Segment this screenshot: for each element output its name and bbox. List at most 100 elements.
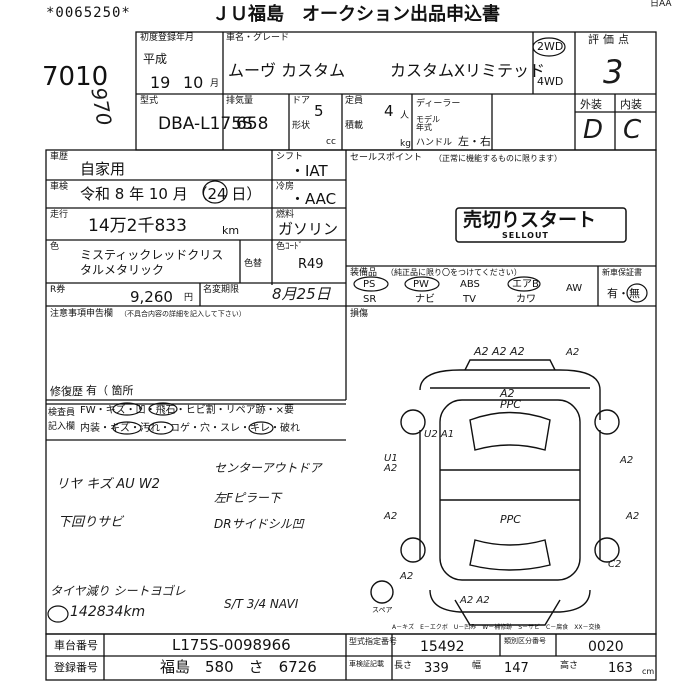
plate-value: 福島 580 さ 6726 (160, 658, 317, 676)
sellout-stamp-en: SELLOUT (502, 231, 549, 240)
model-label: 型式 (140, 96, 159, 106)
capacity-unit: 人 (400, 111, 410, 121)
usage-label: 車歴 (50, 152, 69, 162)
transfer-value: 8月25日 (272, 285, 331, 303)
length-label: 長さ (394, 661, 413, 671)
note-mid-2: 左Fピラー下 (214, 491, 281, 505)
class-value: 0020 (588, 639, 624, 655)
equip-pw: PW (413, 279, 429, 290)
spare-label: スペア (372, 606, 393, 614)
damage-legend: A－キズ E－エクボ U－凹み W－補修跡 S－サビ C－腐食 XX－交換 (392, 624, 601, 631)
sell-point-sub: （正常に機能するものに限ります） (434, 154, 562, 163)
interior-value: C (623, 115, 642, 145)
inspector-row-1: FW・キズ・凹・飛石・ヒビ割・リペア跡・×要 (80, 405, 295, 416)
new-warranty-value: 有・無 (607, 287, 640, 300)
damage-right-c2: C2 (608, 559, 622, 570)
height-label: 高さ (560, 661, 579, 671)
recycle-value: 9,260 (130, 288, 173, 306)
damage-left-sill: A2 (400, 571, 414, 582)
displacement-value: 658 (236, 114, 269, 134)
dealer-label: ディーラー (416, 99, 461, 109)
note-bottom-2: 142834km (70, 604, 146, 620)
damage-top: A2 A2 A2 (474, 345, 525, 358)
aircon-value: ・AAC (290, 190, 337, 208)
color-value-1: ミスティックレッドクリス (80, 248, 224, 262)
date-suffix: 日AA (650, 0, 672, 9)
first-reg-label: 初度登録年月 (140, 33, 195, 43)
score-value: 3 (603, 53, 624, 91)
damage-label: 損傷 (350, 309, 369, 319)
damage-bumper: A2 (566, 347, 580, 358)
shape-label: 形状 (292, 121, 311, 131)
handle-value: 左・右 (458, 135, 491, 148)
color-code-label: 色ｺｰﾄﾞ (276, 242, 304, 252)
equip-tv: TV (463, 294, 476, 305)
repair-label: 修復歴 (50, 385, 83, 398)
note-left-1: リヤ キズ AU W2 (56, 477, 160, 492)
handle-label: ハンドル (416, 138, 453, 148)
equipment-label: 装備品 (350, 268, 378, 278)
type-cert-label: 型式指定番号 (349, 637, 397, 646)
model-value: DBA-L175S (158, 114, 253, 134)
inspector-label-1: 検査員 (48, 408, 76, 418)
type-cert-value: 15492 (420, 639, 465, 655)
car-name: ムーヴ カスタム (228, 61, 346, 80)
transfer-label: 名変期限 (203, 285, 240, 295)
serial-number: *0065250* (46, 5, 131, 21)
shift-label: シフト (276, 152, 304, 162)
aircon-label: 冷房 (276, 182, 295, 192)
width-value: 147 (504, 661, 529, 676)
dims-label: 車検証記載 (349, 660, 384, 668)
first-reg-year: 19 (150, 73, 171, 92)
fuel-value: ガソリン (278, 220, 339, 238)
damage-center: PPC (500, 513, 521, 526)
displacement-unit: cc (326, 137, 336, 147)
recycle-label: R券 (50, 285, 66, 295)
color-change-label: 色替 (244, 259, 263, 269)
equip-leather: カワ (516, 294, 536, 305)
color-label: 色 (50, 242, 60, 252)
mileage-unit: km (222, 224, 240, 237)
notes-label: 注意事項申告欄 (50, 309, 114, 319)
load-label: 積載 (345, 121, 364, 131)
inspector-row-2: 内装・キズ・汚れ・コゲ・穴・スレ・キレ・破れ (80, 423, 300, 434)
plate-label: 登録番号 (54, 661, 98, 674)
inspector-label-2: 記入欄 (48, 422, 76, 432)
new-warranty-label: 新車保証書 (602, 268, 642, 277)
equipment-sub: （純正品に限り〇をつけてください） (386, 268, 522, 277)
exterior-value: D (583, 115, 604, 145)
equip-aw: AW (566, 283, 583, 294)
dims-unit: cm (642, 667, 655, 676)
repair-value: 有（ 箇所 (86, 384, 134, 397)
equip-abs: ABS (460, 279, 480, 290)
damage-roof: A2 PPC (500, 387, 521, 411)
drive-2wd: 2WD (537, 40, 564, 53)
fuel-label: 燃料 (276, 210, 295, 220)
note-left-2: 下回りサビ (58, 515, 124, 530)
load-unit: kg (400, 139, 411, 149)
damage-rear: A2 A2 (460, 595, 490, 606)
sell-point-label: セールスポイント (350, 153, 423, 163)
drive-4wd: 4WD (537, 75, 564, 88)
first-reg-month: 10 (183, 73, 204, 92)
length-value: 339 (424, 661, 449, 676)
damage-right-rear: A2 (626, 511, 640, 522)
width-label: 幅 (472, 661, 482, 671)
inspection-value: 令和 8 年 10 月 （24 日） (80, 185, 262, 203)
model-year-label: モデル年式 (416, 115, 440, 132)
shift-value: ・IAT (290, 162, 328, 180)
chassis-label: 車台番号 (54, 639, 98, 652)
note-mid-3: DRサイドシル凹 (214, 517, 304, 531)
mileage-value: 14万2千833 (88, 216, 187, 236)
recycle-unit: 円 (184, 293, 194, 303)
note-bottom-3: S/T 3/4 NAVI (224, 597, 299, 611)
chassis-value: L175S-0098966 (172, 636, 291, 654)
height-value: 163 (608, 661, 633, 676)
form-title: ＪＵ福島 オークション出品申込書 (212, 4, 500, 25)
exterior-label: 外装 (580, 98, 602, 111)
note-mid-1: センターアウトドア (214, 461, 322, 475)
lot-number: 7010 (42, 62, 109, 92)
damage-left-front: U2 A1 (424, 429, 455, 440)
inspection-label: 車検 (50, 182, 69, 192)
sellout-stamp: 売切りスタート (463, 209, 597, 231)
